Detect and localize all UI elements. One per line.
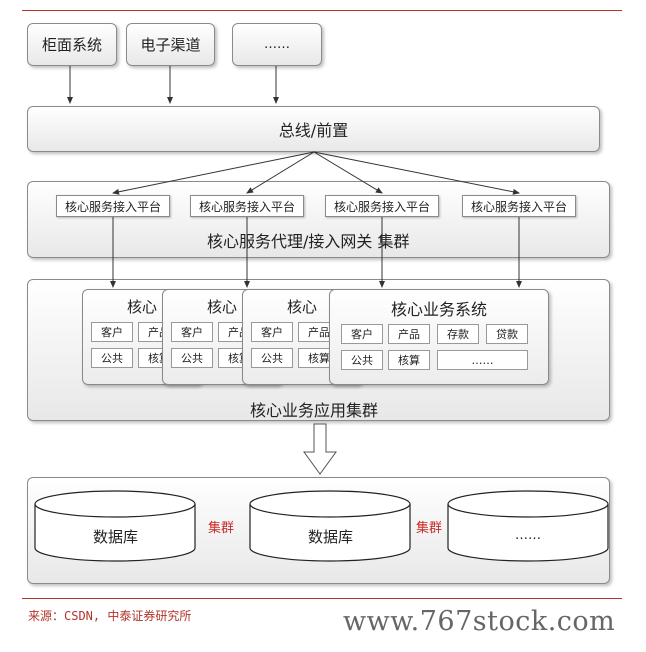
- db-cluster-label: 集群: [208, 521, 235, 536]
- core-business-system: 核心业务系统 客户 产品 存款 贷款 公共 核算 ……: [329, 289, 549, 385]
- arrow-line: [313, 151, 383, 194]
- source-label: 柜面系统: [41, 36, 102, 54]
- database-cylinder-icon: [447, 490, 609, 562]
- gateway-platform: 核心服务接入平台: [462, 195, 576, 217]
- module-box: 客户: [171, 322, 213, 342]
- db-cluster-label: 集群: [416, 521, 443, 536]
- bottom-divider: [22, 598, 622, 599]
- module-box: 存款: [437, 324, 479, 344]
- source-note: 来源：CSDN, 中泰证券研究所: [28, 609, 192, 623]
- database-label: 数据库: [308, 528, 354, 546]
- module-box: 公共: [91, 348, 133, 368]
- gateway-platform: 核心服务接入平台: [190, 195, 304, 217]
- module-box: 贷款: [486, 324, 528, 344]
- bus-box: 总线/前置: [27, 106, 600, 152]
- top-divider: [22, 10, 622, 11]
- module-box: 核算: [388, 350, 430, 370]
- source-box-electronic: 电子渠道: [126, 23, 215, 66]
- watermark-text: www.767stock.com: [343, 606, 616, 637]
- source-box-more: ……: [232, 23, 322, 66]
- module-box: ……: [437, 350, 528, 370]
- bus-label: 总线/前置: [278, 121, 349, 140]
- core-system-title: 核心: [286, 298, 317, 316]
- module-box: 客户: [251, 322, 293, 342]
- database-cylinder-icon: [34, 490, 196, 562]
- module-box: 公共: [171, 348, 213, 368]
- module-box: 客户: [91, 322, 133, 342]
- arrow-line: [112, 151, 315, 195]
- module-box: 公共: [251, 348, 293, 368]
- core-system-title: 核心: [126, 298, 157, 316]
- gateway-platform: 核心服务接入平台: [325, 195, 439, 217]
- source-box-counter: 柜面系统: [27, 23, 117, 66]
- module-box: 产品: [388, 324, 430, 344]
- source-label: 电子渠道: [140, 36, 201, 54]
- down-block-arrow-icon: [303, 423, 337, 475]
- database-cylinder-icon: [249, 490, 411, 562]
- arrow-line: [313, 151, 520, 195]
- app-cluster-label: 核心业务应用集群: [250, 401, 379, 420]
- module-box: 客户: [341, 324, 383, 344]
- database-label: ……: [515, 528, 541, 543]
- core-system-title: 核心业务系统: [390, 300, 487, 319]
- source-label: ……: [264, 37, 290, 52]
- core-system-title: 核心: [206, 298, 237, 316]
- gateway-cluster-label: 核心服务代理/接入网关 集群: [207, 232, 410, 251]
- arrow-line: [246, 151, 315, 194]
- gateway-platform: 核心服务接入平台: [56, 195, 170, 217]
- module-box: 公共: [341, 350, 383, 370]
- database-label: 数据库: [93, 528, 139, 546]
